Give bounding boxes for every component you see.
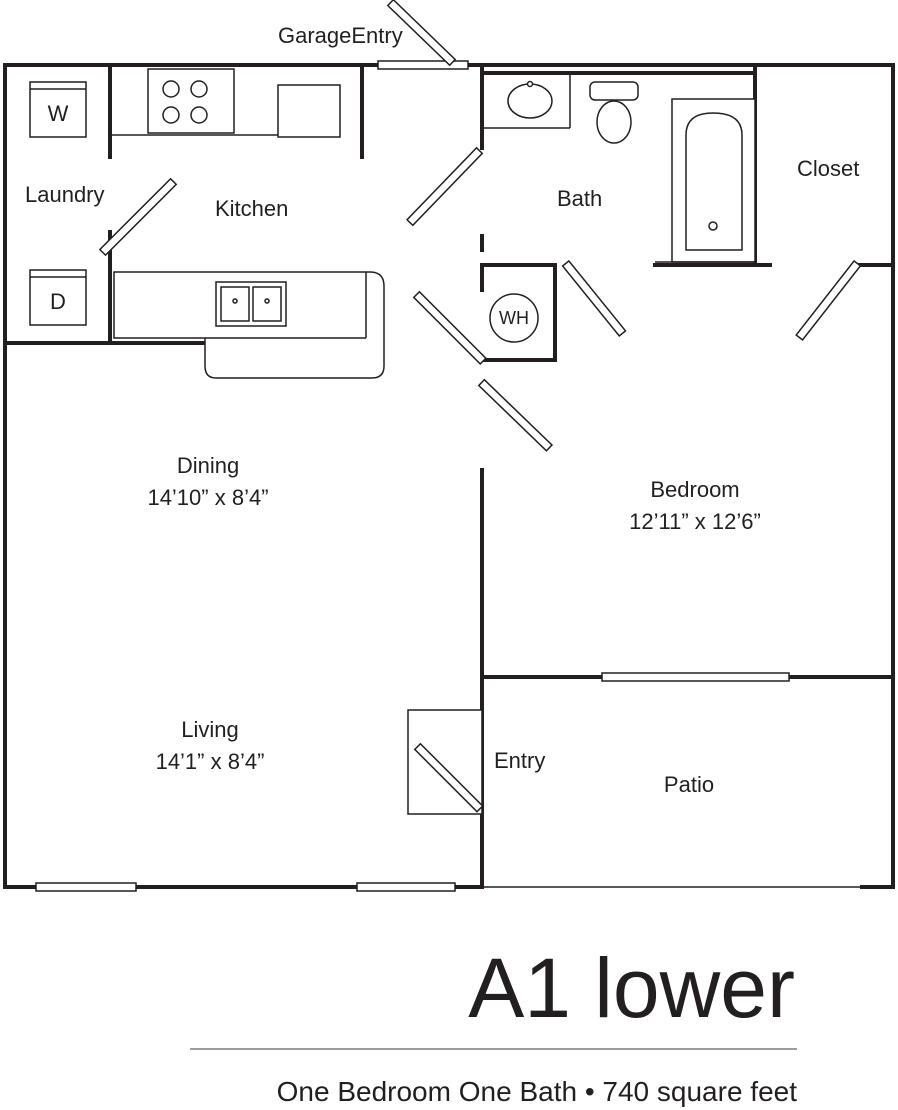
dining-size: 14’10” x 8’4”	[147, 485, 268, 510]
windows	[35, 60, 862, 892]
plan-subtitle: One Bedroom One Bath • 740 square feet	[277, 1076, 798, 1107]
living-size: 14’1” x 8’4”	[156, 749, 265, 774]
laundry-label: Laundry	[25, 182, 105, 207]
dryer-label: D	[50, 289, 66, 314]
living-label: Living	[181, 717, 238, 742]
bedroom-label: Bedroom	[650, 477, 739, 502]
kitchen-counter	[110, 68, 385, 379]
bath-label: Bath	[557, 186, 602, 211]
plan-title: A1 lower	[468, 941, 795, 1035]
water-heater	[489, 293, 539, 343]
water-heater-label: WH	[499, 308, 529, 328]
doors	[98, 0, 862, 815]
washer	[29, 81, 87, 138]
washer-label: W	[48, 101, 69, 126]
kitchen-label: Kitchen	[215, 196, 288, 221]
closet-label: Closet	[797, 156, 859, 181]
bedroom-size: 12’11” x 12’6”	[629, 509, 761, 534]
dining-label: Dining	[177, 453, 239, 478]
walls	[3, 63, 895, 889]
bath-fixtures	[482, 73, 756, 263]
entry-label: Entry	[494, 748, 545, 773]
patio-label: Patio	[664, 772, 714, 797]
garage-entry-label: GarageEntry	[278, 23, 403, 48]
dryer	[29, 269, 87, 326]
